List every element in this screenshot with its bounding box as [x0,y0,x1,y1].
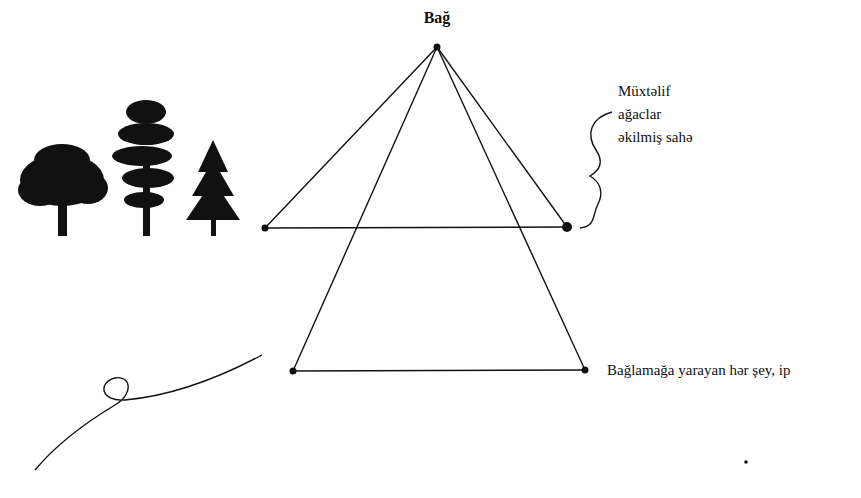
triangle-lines [265,47,585,371]
word-label: Bağ [424,6,451,29]
meaning-label: Müxtəlif ağaclar əkilmiş sahə [618,80,696,149]
vertex-dots [262,44,748,464]
tree-icon [18,144,108,236]
rope-drawing [35,355,262,470]
meaning-label: Bağlamağa yarayan hər şey, ip [607,359,847,382]
tree-icon [112,100,174,236]
tree-icon [186,140,240,236]
curly-brace [580,112,612,228]
